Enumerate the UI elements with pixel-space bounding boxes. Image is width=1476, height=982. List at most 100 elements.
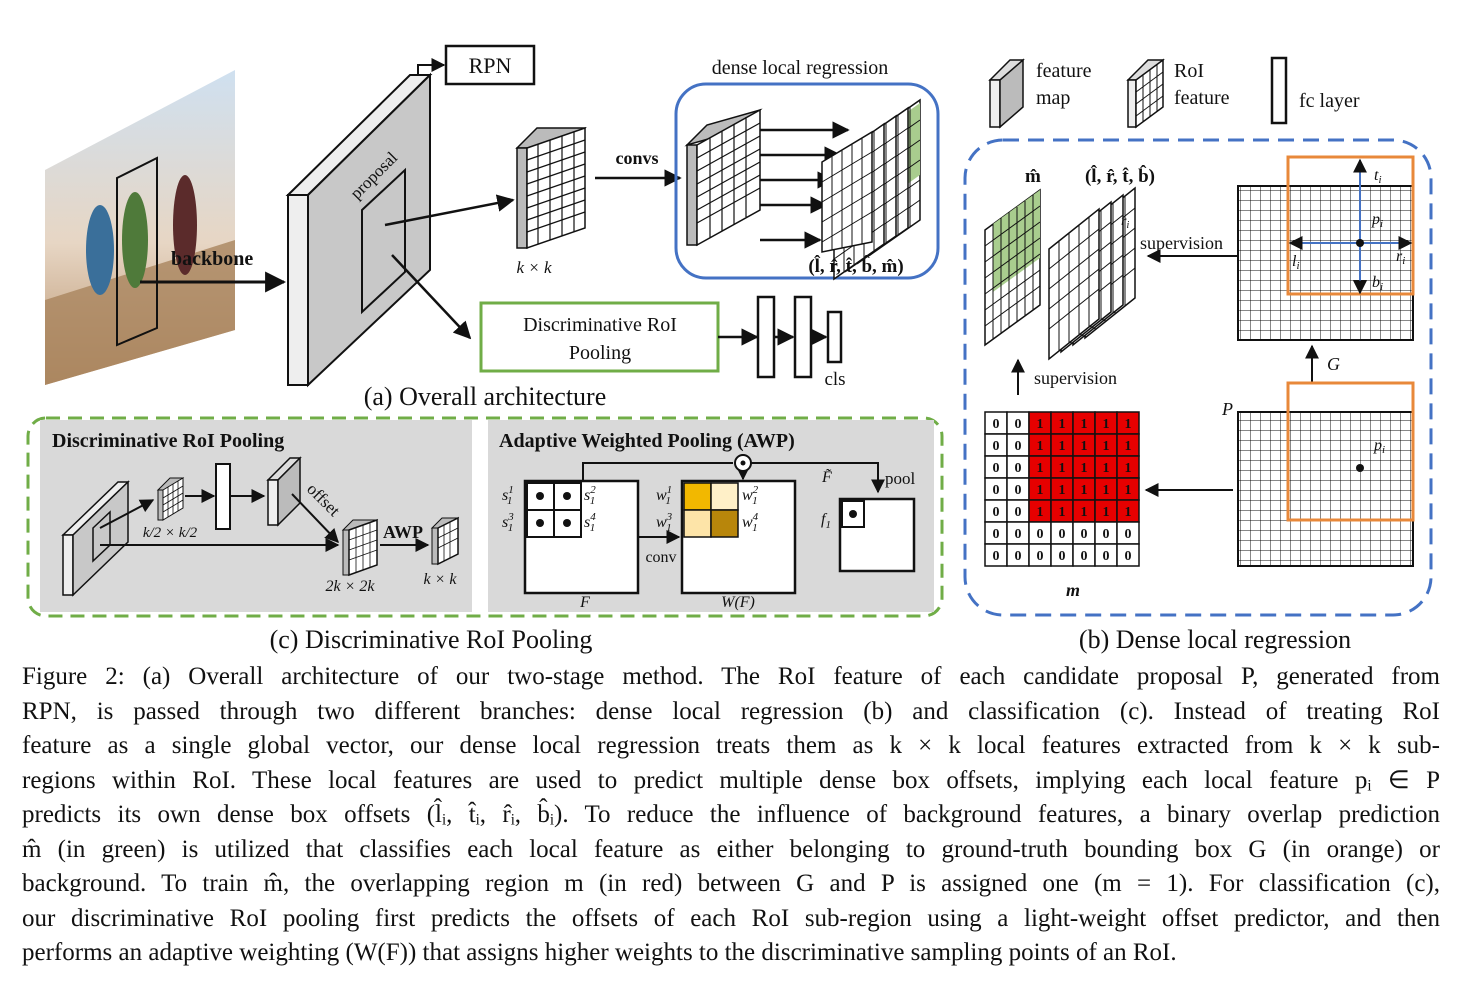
drp-title: Discriminative RoI Pooling (52, 430, 284, 452)
supervision-left-label: supervision (1034, 368, 1117, 388)
dense-local-regression-label: dense local regression (712, 57, 889, 79)
legend-feature-map-icon (988, 58, 1025, 129)
caption-line: our discriminative RoI pooling first pre… (22, 904, 1440, 932)
drp-box (479, 301, 720, 373)
mask-cell-value: 0 (993, 483, 1000, 498)
cls-label: cls (824, 369, 845, 390)
drp-fc-layer (215, 463, 231, 530)
panel-b-title: (b) Dense local regression (1079, 625, 1351, 654)
legend-feature-map-line1: feature (1036, 60, 1092, 82)
mask-cell-value: 0 (1103, 527, 1110, 542)
mask-cell-value: 1 (1059, 439, 1066, 454)
mask-cell-value: 1 (1103, 439, 1110, 454)
mask-cell-value: 0 (1015, 483, 1022, 498)
conv-label: conv (645, 549, 676, 566)
caption-line: m̂ (in green) is utilized that classifie… (22, 835, 1440, 863)
mask-cell-value: 1 (1081, 439, 1088, 454)
mask-cell (1116, 543, 1140, 567)
drp-box-label-line2: Pooling (569, 342, 631, 364)
rpn-label: RPN (469, 53, 512, 78)
mask-cell-value: 1 (1081, 483, 1088, 498)
mask-cell-value: 0 (1015, 527, 1022, 542)
legend-roi-feature-line2: feature (1174, 87, 1230, 109)
m-hat-grid (984, 188, 1041, 347)
caption-line: performs an adaptive weighting (W(F)) th… (22, 939, 1177, 966)
mask-cell-value: 1 (1125, 483, 1132, 498)
mask-cell-value: 1 (1037, 461, 1044, 476)
mask-cell-value: 0 (1081, 549, 1088, 564)
supervision-top-label: supervision (1140, 233, 1223, 253)
mask-cell-value: 0 (1125, 527, 1132, 542)
drp-box-label-line1: Discriminative RoI (523, 314, 677, 336)
mask-cell-value: 0 (1103, 549, 1110, 564)
mask-cell-value: 0 (1059, 527, 1066, 542)
mask-cell-value: 1 (1037, 439, 1044, 454)
offsets-stack (1048, 186, 1136, 361)
convs-label: convs (615, 148, 658, 168)
panel-a-overall-architecture: backbone proposal RPN k × k convs (45, 44, 940, 411)
ground-truth-box-g (1286, 155, 1415, 296)
fc-layer-1 (756, 295, 776, 379)
p-grid (1237, 381, 1415, 567)
caption-line: regions within RoI. These local features… (22, 766, 1440, 794)
mask-cell-value: 0 (1015, 417, 1022, 432)
m-label: m (1066, 580, 1080, 600)
mask-cell-value: 1 (1081, 505, 1088, 520)
panel-c-discriminative-roi-pooling: Discriminative RoI Pooling k/2 × k/2 off… (26, 416, 944, 654)
caption-line: RPN, is passed through two different bra… (22, 697, 1440, 725)
rpn-box (444, 44, 536, 86)
awp-label: AWP (383, 522, 423, 542)
mask-cell-value: 1 (1125, 505, 1132, 520)
mask-cell-value: 0 (993, 505, 1000, 520)
g-grid (1237, 155, 1415, 341)
panel-b-dashed-border (963, 138, 1433, 617)
dlr-input-cube (684, 108, 763, 247)
p-i-label-g: pi (1371, 211, 1383, 230)
dlr-arrows (760, 121, 850, 249)
mask-cell-value: 0 (1059, 549, 1066, 564)
two-k-label: 2k × 2k (326, 578, 376, 595)
mask-cell-value: 1 (1081, 461, 1088, 476)
mask-cell-value: 0 (1015, 461, 1022, 476)
dlr-output-stack (821, 98, 921, 281)
dlr-outputs-label: (l̂, r̂, t̂, b̂, m̂) (808, 255, 903, 277)
backbone-label: backbone (171, 248, 253, 270)
drp-branch-arrow (391, 254, 472, 340)
caption-line: feature as a single global vector, our d… (22, 732, 1440, 759)
half-size-label: k/2 × k/2 (143, 525, 198, 541)
caption-line: Figure 2: (a) Overall architecture of ou… (22, 663, 1440, 690)
mask-cell-value: 1 (1103, 505, 1110, 520)
drp-output-map (430, 516, 460, 566)
awp-title: Adaptive Weighted Pooling (AWP) (499, 430, 795, 452)
mask-cell-value: 1 (1059, 505, 1066, 520)
mask-cell-value: 0 (993, 417, 1000, 432)
caption-line: background. To train m̂, the overlapping… (22, 870, 1440, 897)
g-label: G (1327, 354, 1340, 374)
roi-feature-cube (515, 126, 587, 250)
s-cells (526, 482, 582, 538)
legend-fc-layer: fc layer (1299, 90, 1360, 112)
mask-cell-value: 0 (993, 461, 1000, 476)
legend-feature-map-line2: map (1036, 87, 1070, 109)
mask-cell-value: 0 (993, 549, 1000, 564)
mask-cell-value: 0 (1037, 549, 1044, 564)
p-label: P (1221, 399, 1233, 419)
drp-small-roi (156, 477, 185, 521)
WF-label: W(F) (721, 594, 755, 611)
panel-a-title: (a) Overall architecture (364, 382, 607, 411)
offset-r-i-label: ri (1121, 214, 1129, 231)
mask-cell-value: 1 (1103, 417, 1110, 432)
panel-c-title: (c) Discriminative RoI Pooling (270, 625, 593, 654)
mask-cell-value: 1 (1037, 505, 1044, 520)
legend: feature map RoI feature fc layer (988, 56, 1360, 129)
drp-input-map (61, 480, 130, 597)
F-label: F (579, 594, 590, 611)
kxk-label-c: k × k (424, 571, 458, 588)
